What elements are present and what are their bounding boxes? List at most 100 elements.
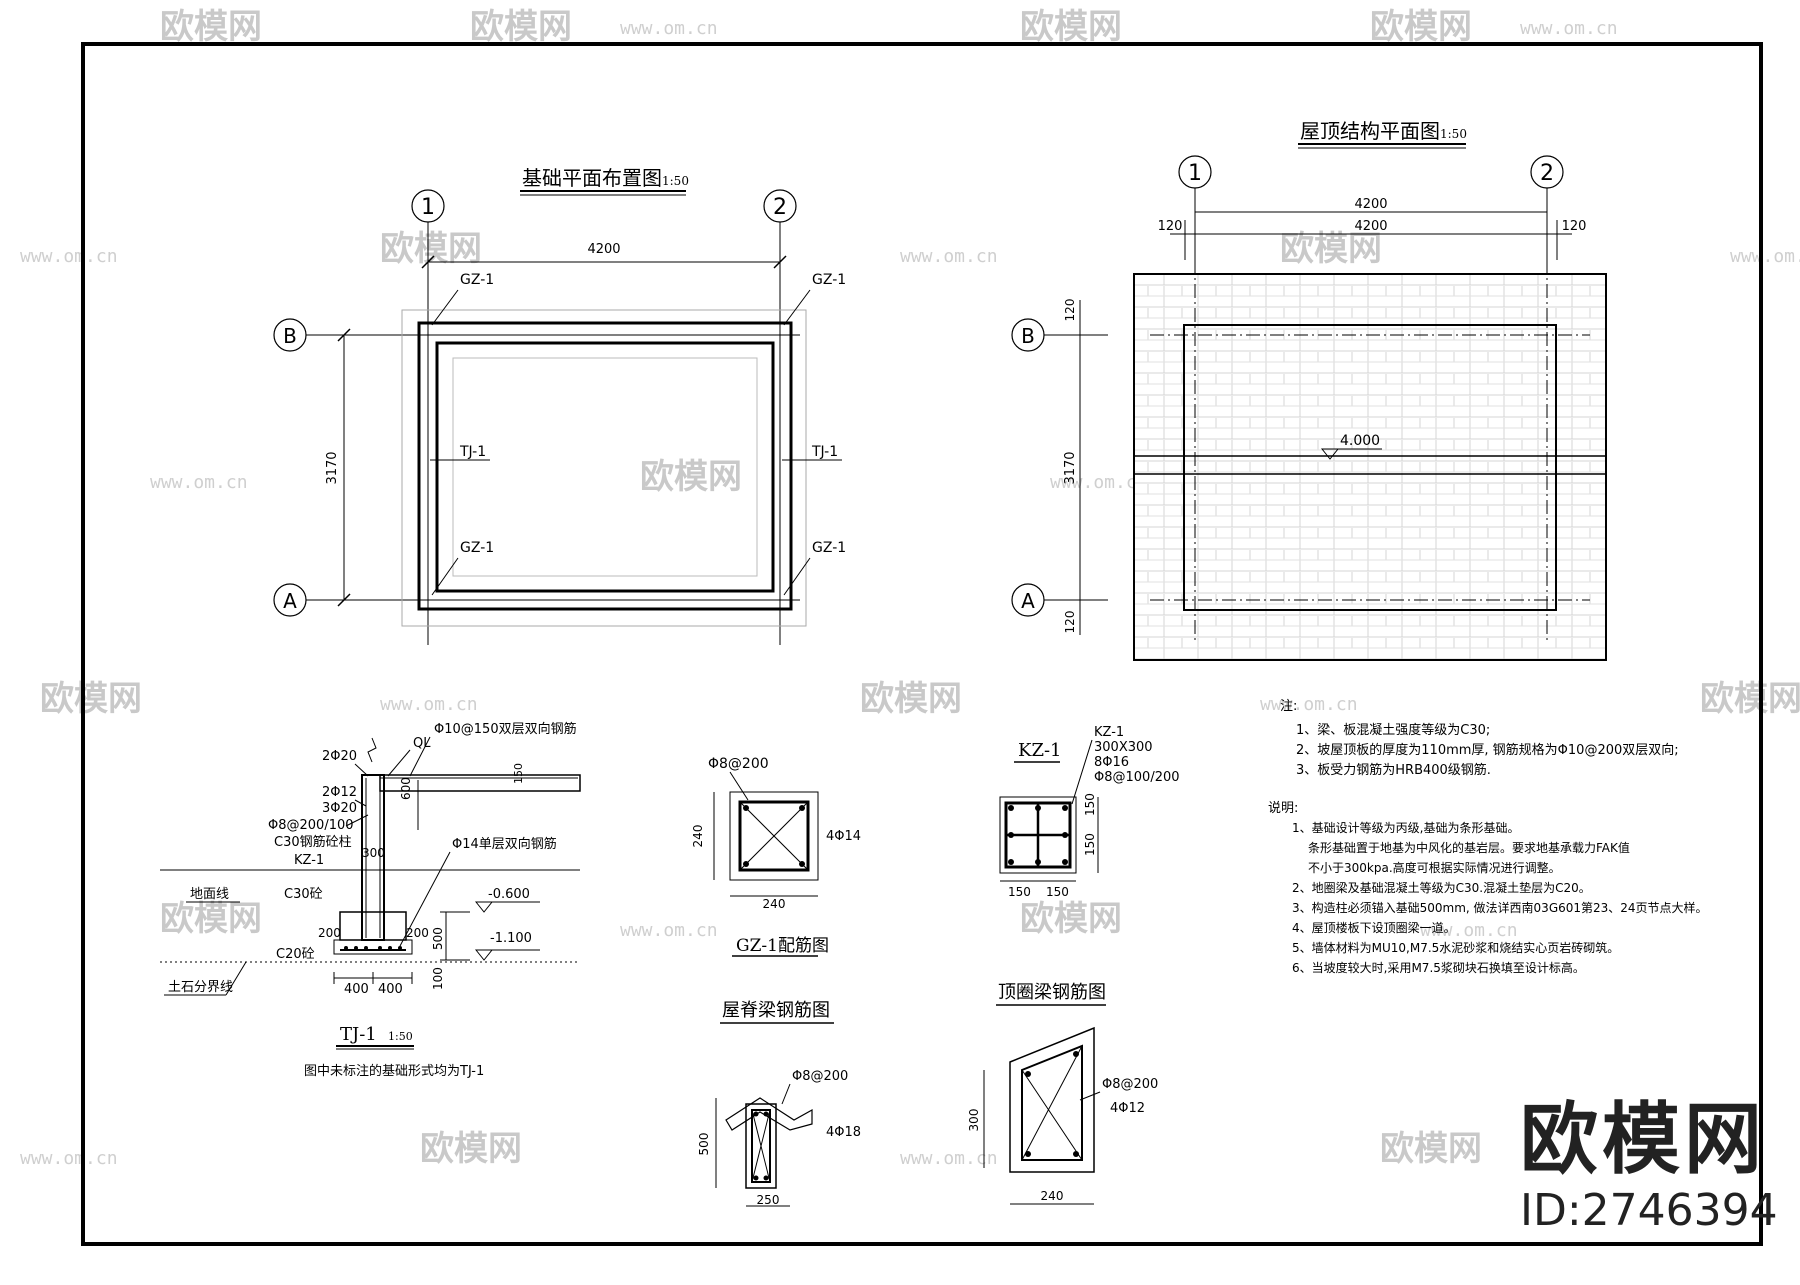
roof-plan-title: 屋顶结构平面图 xyxy=(1300,119,1440,143)
watermark-logo: 欧模网 xyxy=(160,899,262,939)
tj-d150: 150 xyxy=(512,763,525,784)
tj-label-left: TJ-1 xyxy=(459,444,486,460)
tj-kz: KZ-1 xyxy=(294,853,324,868)
ridge-beam-main: 4Φ18 xyxy=(826,1125,861,1140)
desc-3: 不小于300kpa.高度可根据实际情况进行调整。 xyxy=(1308,860,1561,875)
ridge-beam-title: 屋脊梁钢筋图 xyxy=(722,1000,830,1021)
watermark-logo: 欧模网 xyxy=(40,679,142,719)
note-2: 2、坡屋顶板的厚度为110mm厚, 钢筋规格为Φ10@200双层双向; xyxy=(1296,742,1679,758)
watermark-logo: 欧模网 xyxy=(470,7,572,47)
watermarks: 欧模网欧模网欧模网欧模网欧模网欧模网欧模网欧模网欧模网欧模网欧模网欧模网欧模网欧… xyxy=(20,7,1800,1169)
desc-8: 6、当坡度较大时,采用M7.5浆砌块石换填至设计标高。 xyxy=(1292,960,1585,975)
roof-plan: 屋顶结构平面图 1:50 1 2 B A 4200 4200 120 120 xyxy=(1011,119,1607,661)
tj-ground: 地面线 xyxy=(190,887,229,902)
watermark-logo: 欧模网 xyxy=(640,457,742,497)
kz1-spec-1: KZ-1 xyxy=(1094,725,1124,740)
kz1-title: KZ-1 xyxy=(1018,740,1062,761)
watermark-url: www.om.cn xyxy=(900,246,998,267)
watermark-logo: 欧模网 xyxy=(420,1129,522,1169)
ring-beam-height: 300 xyxy=(967,1109,981,1132)
note-1: 1、梁、板混凝土强度等级为C30; xyxy=(1296,722,1490,738)
roof-elevation-mark: 4.000 xyxy=(1320,433,1382,460)
tj-r1: 2Φ20 xyxy=(322,749,357,764)
desc-6: 4、屋顶楼板下设顶圈梁一道。 xyxy=(1292,920,1456,935)
kz1-d150-b: 150 xyxy=(1083,833,1097,856)
gz-label-top-right: GZ-1 xyxy=(812,272,846,288)
ridge-beam-height: 500 xyxy=(697,1133,711,1156)
tj-r2: 2Φ12 xyxy=(322,785,357,800)
watermark-logo: 欧模网 xyxy=(380,229,482,269)
tj-d600: 600 xyxy=(399,777,413,800)
gz1-width: 240 xyxy=(763,897,786,911)
watermark-url: www.om.cn xyxy=(380,694,478,715)
svg-text:B: B xyxy=(283,324,297,348)
gz1-main: 4Φ14 xyxy=(826,829,861,844)
desc-4: 2、地圈梁及基础混凝土等级为C30.混凝土垫层为C20。 xyxy=(1292,880,1591,895)
kz1-spec-4: Φ8@100/200 xyxy=(1094,770,1180,785)
watermark-logo: 欧模网 xyxy=(1020,7,1122,47)
note-3: 3、板受力钢筋为HRB400级钢筋. xyxy=(1296,762,1491,778)
tj-el2: -1.100 xyxy=(490,931,532,946)
drawing-frame xyxy=(81,42,1763,1246)
gz-label-bottom-left: GZ-1 xyxy=(460,540,494,556)
tj-title: TJ-1 xyxy=(340,1024,377,1045)
gz1-stirrup: Φ8@200 xyxy=(708,756,769,772)
kz1-detail: KZ-1 KZ-1 300X300 8Φ16 Φ8@100/200 150 15… xyxy=(999,725,1180,899)
svg-text:1: 1 xyxy=(421,195,435,220)
watermark-url: www.om.cn xyxy=(1050,472,1148,493)
svg-text:2: 2 xyxy=(773,195,787,220)
brand-name: 欧模网 xyxy=(1520,1095,1767,1185)
svg-text:2: 2 xyxy=(1540,161,1554,186)
roof-plan-scale: 1:50 xyxy=(1440,127,1467,141)
roof-dim-edge-right: 120 xyxy=(1562,219,1587,234)
svg-text:B: B xyxy=(1021,324,1035,348)
gz1-detail: Φ8@200 4Φ14 240 240 GZ-1配筋图 xyxy=(691,756,861,957)
roof-dim-120-top: 120 xyxy=(1063,299,1077,322)
watermark-url: www.om.cn xyxy=(150,472,248,493)
watermark-url: www.om.cn xyxy=(1520,18,1618,39)
ring-beam-main: 4Φ12 xyxy=(1110,1101,1145,1116)
foundation-plan-title: 基础平面布置图 xyxy=(522,166,662,190)
watermark-logo: 欧模网 xyxy=(1020,899,1122,939)
tj-note: 图中未标注的基础形式均为TJ-1 xyxy=(304,1063,484,1079)
ridge-beam-stirrup: Φ8@200 xyxy=(792,1069,848,1084)
gz1-title: GZ-1配筋图 xyxy=(736,936,829,956)
kz1-d150-c: 150 xyxy=(1008,885,1031,899)
brand-id: ID:2746394 xyxy=(1520,1185,1778,1236)
tj-scale: 1:50 xyxy=(388,1030,413,1043)
watermark-url: www.om.cn xyxy=(1260,694,1358,715)
desc-2: 条形基础置于地基为中风化的基岩层。要求地基承载力FAK值 xyxy=(1308,840,1630,855)
tj-d500: 500 xyxy=(431,927,445,950)
notes-block: 注: 1、梁、板混凝土强度等级为C30; 2、坡屋顶板的厚度为110mm厚, 钢… xyxy=(1268,699,1708,975)
kz1-d150-a: 150 xyxy=(1083,793,1097,816)
desc-head: 说明: xyxy=(1268,801,1298,816)
watermark-url: www.om.cn xyxy=(20,1148,118,1169)
tj-c30: C30砼 xyxy=(284,887,323,902)
watermark-url: www.om.cn xyxy=(1730,246,1800,267)
tj-top-bar: Φ10@150双层双向钢筋 xyxy=(434,721,577,737)
watermark-url: www.om.cn xyxy=(1420,920,1518,941)
gz-label-bottom-right: GZ-1 xyxy=(812,540,846,556)
desc-1: 1、基础设计等级为丙级,基础为条形基础。 xyxy=(1292,821,1519,835)
foundation-plan-scale: 1:50 xyxy=(662,174,689,188)
tj-d400a: 400 xyxy=(344,982,369,997)
watermark-url: www.om.cn xyxy=(620,920,718,941)
svg-text:1: 1 xyxy=(1188,161,1202,186)
tj-c20: C20砼 xyxy=(276,947,315,962)
tj-label-right: TJ-1 xyxy=(811,444,838,460)
desc-7: 5、墙体材料为MU10,M7.5水泥砂浆和烧结实心页岩砖砌筑。 xyxy=(1292,940,1619,955)
roof-tile-area xyxy=(1133,273,1607,661)
foundation-dim-y: 3170 xyxy=(325,451,340,484)
roof-dim-120-bottom: 120 xyxy=(1063,611,1077,634)
notes-head: 注: xyxy=(1280,699,1297,714)
watermark-url: www.om.cn xyxy=(620,18,718,39)
roof-dim-y: 3170 xyxy=(1063,451,1078,484)
tj-d300: 300 xyxy=(362,846,385,860)
gz1-height: 240 xyxy=(691,825,705,848)
ring-beam-title: 顶圈梁钢筋图 xyxy=(998,982,1106,1003)
watermark-logo: 欧模网 xyxy=(160,7,262,47)
svg-text:A: A xyxy=(1021,589,1035,613)
tj-bottom-bar: Φ14单层双向钢筋 xyxy=(452,836,557,852)
kz1-spec-2: 300X300 xyxy=(1094,740,1153,755)
ring-beam-stirrup: Φ8@200 xyxy=(1102,1077,1158,1092)
